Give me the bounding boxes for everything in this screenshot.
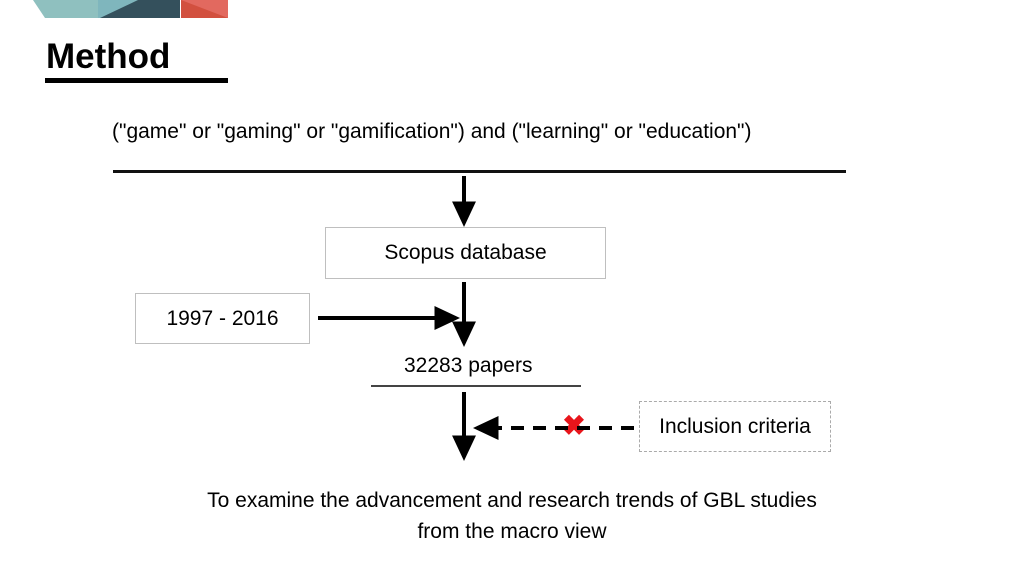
reject-x-icon: ✖: [562, 410, 586, 441]
node-scopus-database-label: Scopus database: [384, 241, 547, 264]
node-year-range-label: 1997 - 2016: [166, 306, 279, 330]
node-scopus-database: Scopus database: [325, 227, 606, 279]
query-underline: [113, 170, 846, 173]
corner-ribbon-final: [0, 0, 230, 24]
outcome-statement: To examine the advancement and research …: [112, 485, 912, 547]
node-inclusion-criteria: Inclusion criteria: [639, 401, 831, 452]
outcome-line-2: from the macro view: [417, 520, 607, 543]
page-title: Method: [46, 37, 171, 76]
outcome-line-1: To examine the advancement and research …: [207, 489, 817, 512]
node-papers-count: 32283 papers: [404, 354, 533, 377]
title-underline: [45, 78, 228, 83]
search-query-text: ("game" or "gaming" or "gamification") a…: [112, 120, 752, 143]
node-year-range: 1997 - 2016: [135, 293, 310, 344]
papers-count-underline: [371, 385, 581, 387]
node-inclusion-criteria-label: Inclusion criteria: [659, 414, 811, 438]
